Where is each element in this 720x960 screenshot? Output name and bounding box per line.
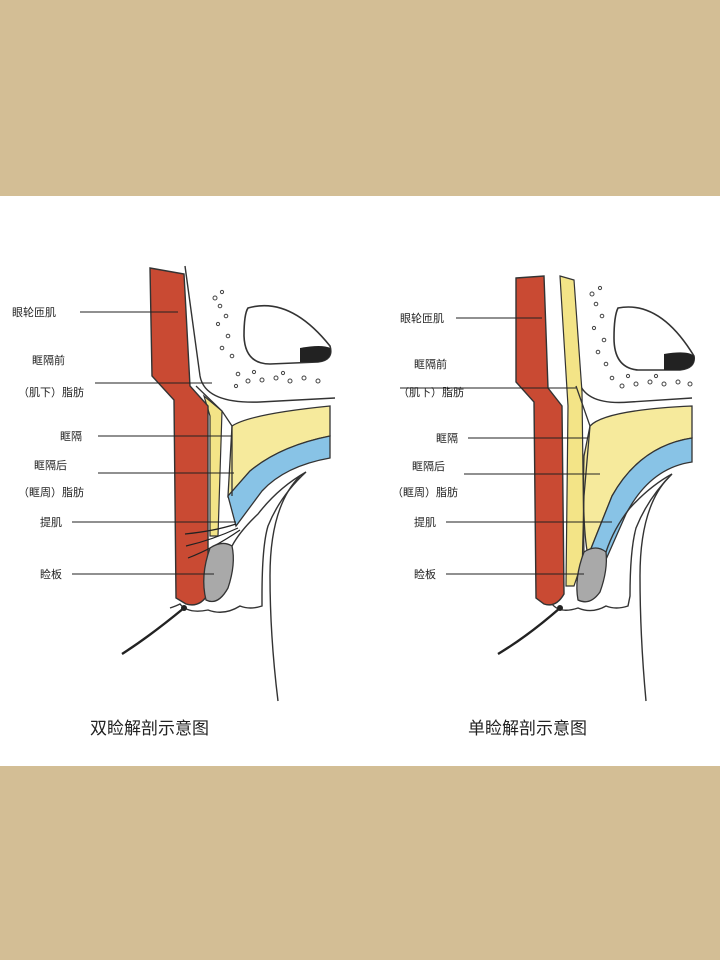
label-tarsus: 睑板: [40, 567, 62, 581]
lash-root: [557, 605, 563, 611]
label-preseptal-2: （肌下）脂肪: [18, 385, 84, 399]
tarsus: [576, 547, 608, 603]
bone-pores: [589, 285, 693, 389]
orbital-rim-shade: [300, 346, 331, 362]
septum-line: [195, 385, 233, 496]
label-postseptal-1: 眶隔后: [412, 460, 445, 473]
orbital-rim-shade: [664, 352, 695, 370]
single-eyelid-diagram: 眼轮匝肌 眶隔前 （肌下）脂肪 眶隔 眶隔后 （眶周）脂肪 提肌 睑板 单睑解剖…: [392, 275, 696, 739]
label-orbicularis: 眼轮匝肌: [12, 305, 56, 319]
label-orbicularis: 眼轮匝肌: [400, 311, 444, 325]
leader-lines: [72, 311, 236, 575]
label-postseptal-1: 眶隔后: [34, 459, 67, 472]
caption-single-eyelid: 单睑解剖示意图: [468, 719, 587, 739]
cornea-outline: [269, 475, 301, 702]
eyelash: [121, 607, 185, 656]
tarsus: [203, 542, 234, 603]
double-eyelid-diagram: 眼轮匝肌 眶隔前 （肌下）脂肪 眶隔 眶隔后 （眶周）脂肪 提肌 睑板 双睑解剖…: [12, 265, 336, 739]
diagram-panel: 眼轮匝肌 眶隔前 （肌下）脂肪 眶隔 眶隔后 （眶周）脂肪 提肌 睑板 双睑解剖…: [0, 196, 720, 766]
label-levator: 提肌: [414, 516, 436, 529]
orbital-bone: [184, 265, 336, 403]
label-preseptal-1: 眶隔前: [414, 357, 447, 371]
lash-root: [181, 605, 187, 611]
label-postseptal-2: （眶周）脂肪: [392, 485, 458, 499]
anatomy-figure: 眼轮匝肌 眶隔前 （肌下）脂肪 眶隔 眶隔后 （眶周）脂肪 提肌 睑板 双睑解剖…: [12, 265, 696, 739]
levator-muscle: [227, 435, 331, 528]
eyelash: [497, 607, 561, 656]
leader-lines: [400, 317, 612, 575]
label-levator: 提肌: [40, 516, 62, 529]
label-tarsus: 睑板: [414, 567, 436, 581]
eyelid-skin-outline: [551, 473, 673, 612]
eyelid-skin-outline: [169, 471, 307, 613]
bone-pores: [212, 289, 321, 389]
label-postseptal-2: （眶周）脂肪: [18, 485, 84, 499]
label-septum: 眶隔: [60, 430, 82, 443]
label-preseptal-1: 眶隔前: [32, 353, 65, 367]
label-septum: 眶隔: [436, 432, 458, 445]
orbicularis-muscle: [515, 275, 565, 606]
cornea-outline: [639, 477, 669, 702]
septum-line: [575, 385, 591, 577]
label-preseptal-2: （肌下）脂肪: [398, 385, 464, 399]
caption-double-eyelid: 双睑解剖示意图: [90, 719, 209, 739]
